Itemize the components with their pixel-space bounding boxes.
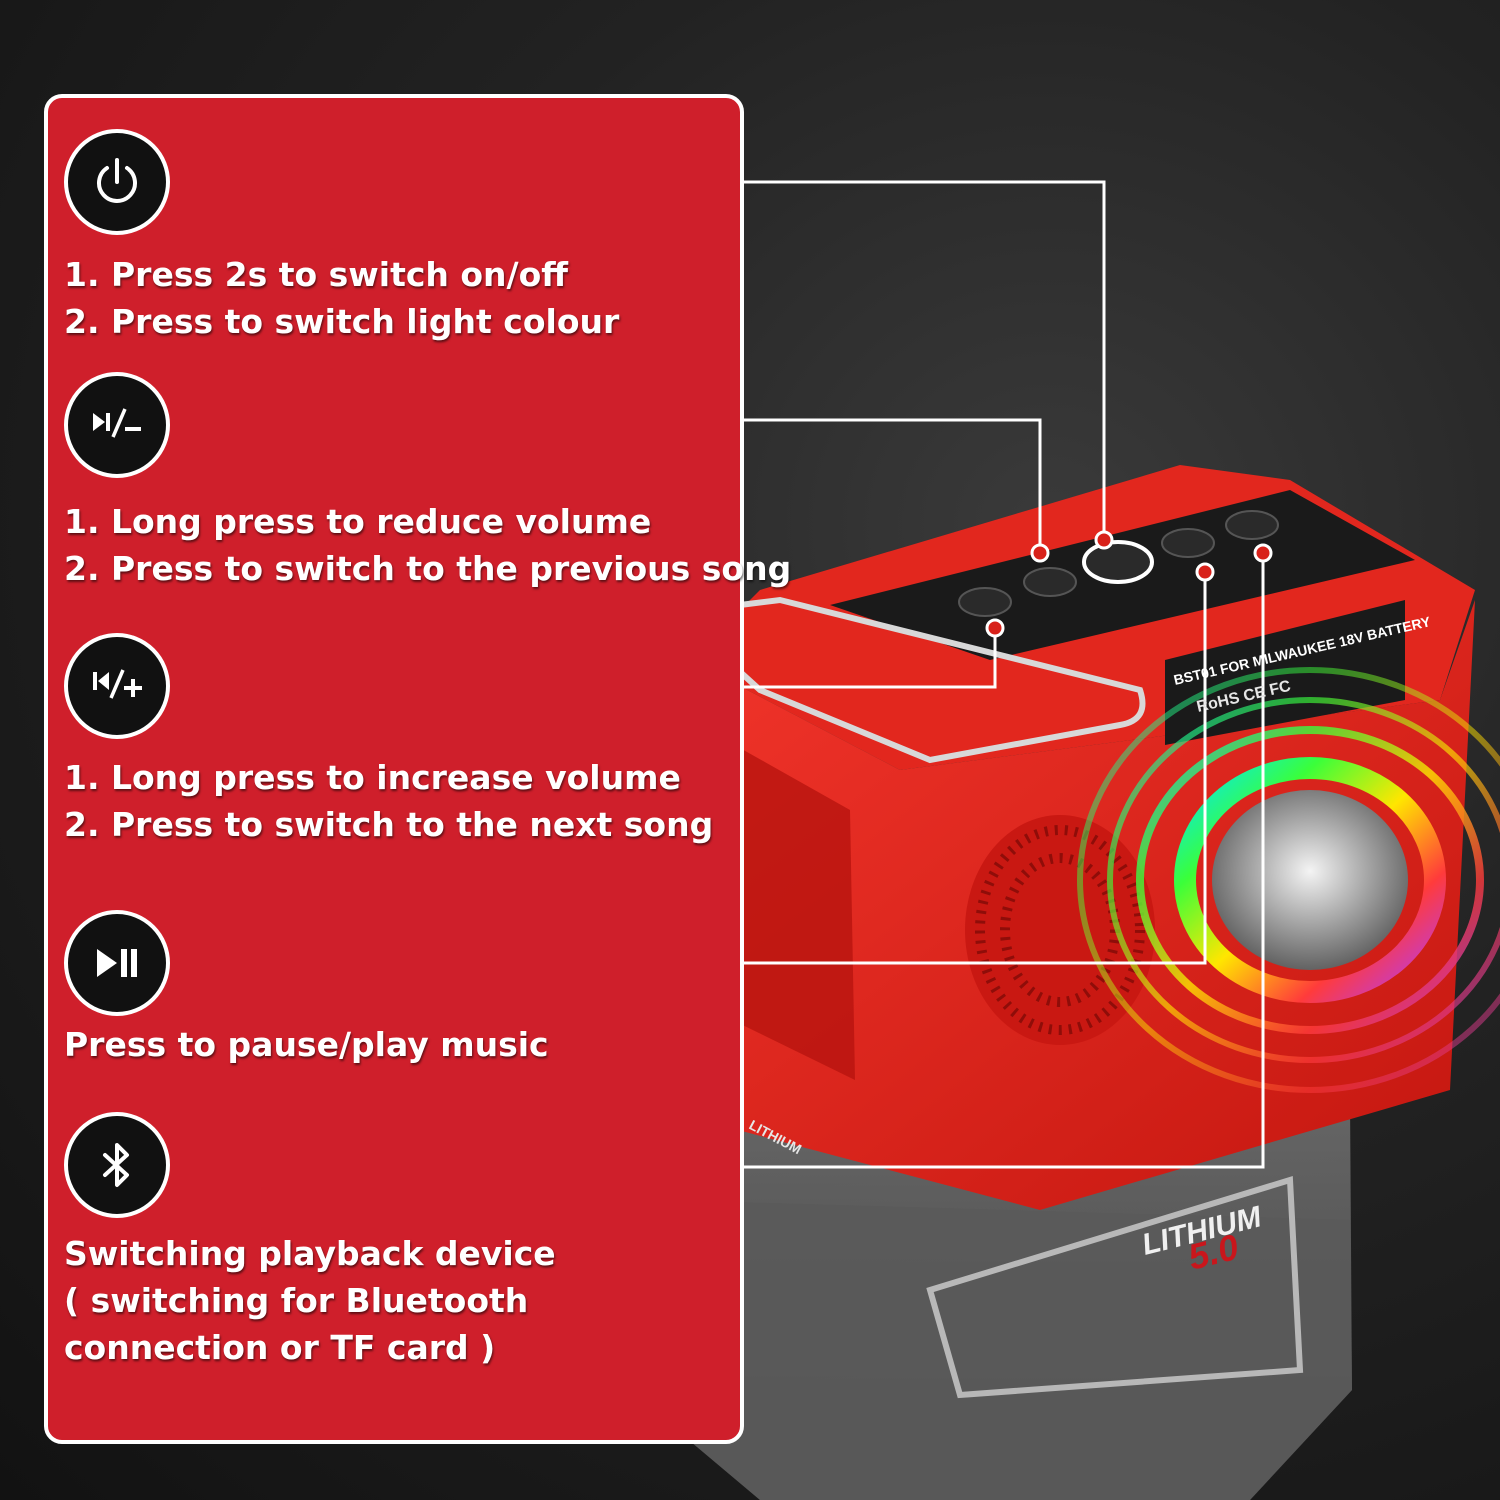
feature-power-description: 1. Press 2s to switch on/off 2. Press to… <box>64 251 619 345</box>
power-icon <box>64 129 170 235</box>
connector-dots <box>985 530 1273 638</box>
feature-text-line: 1. Long press to increase volume <box>64 758 681 797</box>
feature-text-line: ( switching for Bluetooth <box>64 1281 529 1320</box>
bluetooth-icon <box>64 1112 170 1218</box>
feature-bluetooth-description: Switching playback device ( switching fo… <box>64 1230 556 1371</box>
feature-text-line: 2. Press to switch light colour <box>64 302 620 341</box>
play-pause-icon <box>64 910 170 1016</box>
feature-text-line: 2. Press to switch to the next song <box>64 805 714 844</box>
feature-text-line: connection or TF card ) <box>64 1328 496 1367</box>
feature-minus-description: 1. Long press to reduce volume 2. Press … <box>64 498 791 592</box>
feature-text-line: Press to pause/play music <box>64 1025 549 1064</box>
feature-text-line: 1. Long press to reduce volume <box>64 502 652 541</box>
rgb-light-ring <box>1077 667 1500 1093</box>
battery-small-label: LITHIUM <box>747 1117 805 1158</box>
device-certifications: RoHS CE FC <box>1195 678 1293 716</box>
battery-capacity: 5.0 <box>1184 1226 1242 1278</box>
speaker-body <box>690 465 1475 1210</box>
feature-panel <box>44 94 744 1444</box>
feature-text-line: Switching playback device <box>64 1234 556 1273</box>
control-buttons <box>958 510 1279 617</box>
speaker-grille <box>965 815 1155 1045</box>
battery <box>665 1010 1352 1500</box>
device-label: BST01 FOR MILWAUKEE 18V BATTERY <box>1172 613 1432 688</box>
feature-text-line: 1. Press 2s to switch on/off <box>64 255 569 294</box>
feature-plus-description: 1. Long press to increase volume 2. Pres… <box>64 754 713 848</box>
play-minus-icon <box>64 372 170 478</box>
feature-text-line: 2. Press to switch to the previous song <box>64 549 792 588</box>
feature-play-description: Press to pause/play music <box>64 1021 549 1068</box>
prev-plus-icon <box>64 633 170 739</box>
battery-label: LITHIUM <box>1139 1200 1266 1262</box>
